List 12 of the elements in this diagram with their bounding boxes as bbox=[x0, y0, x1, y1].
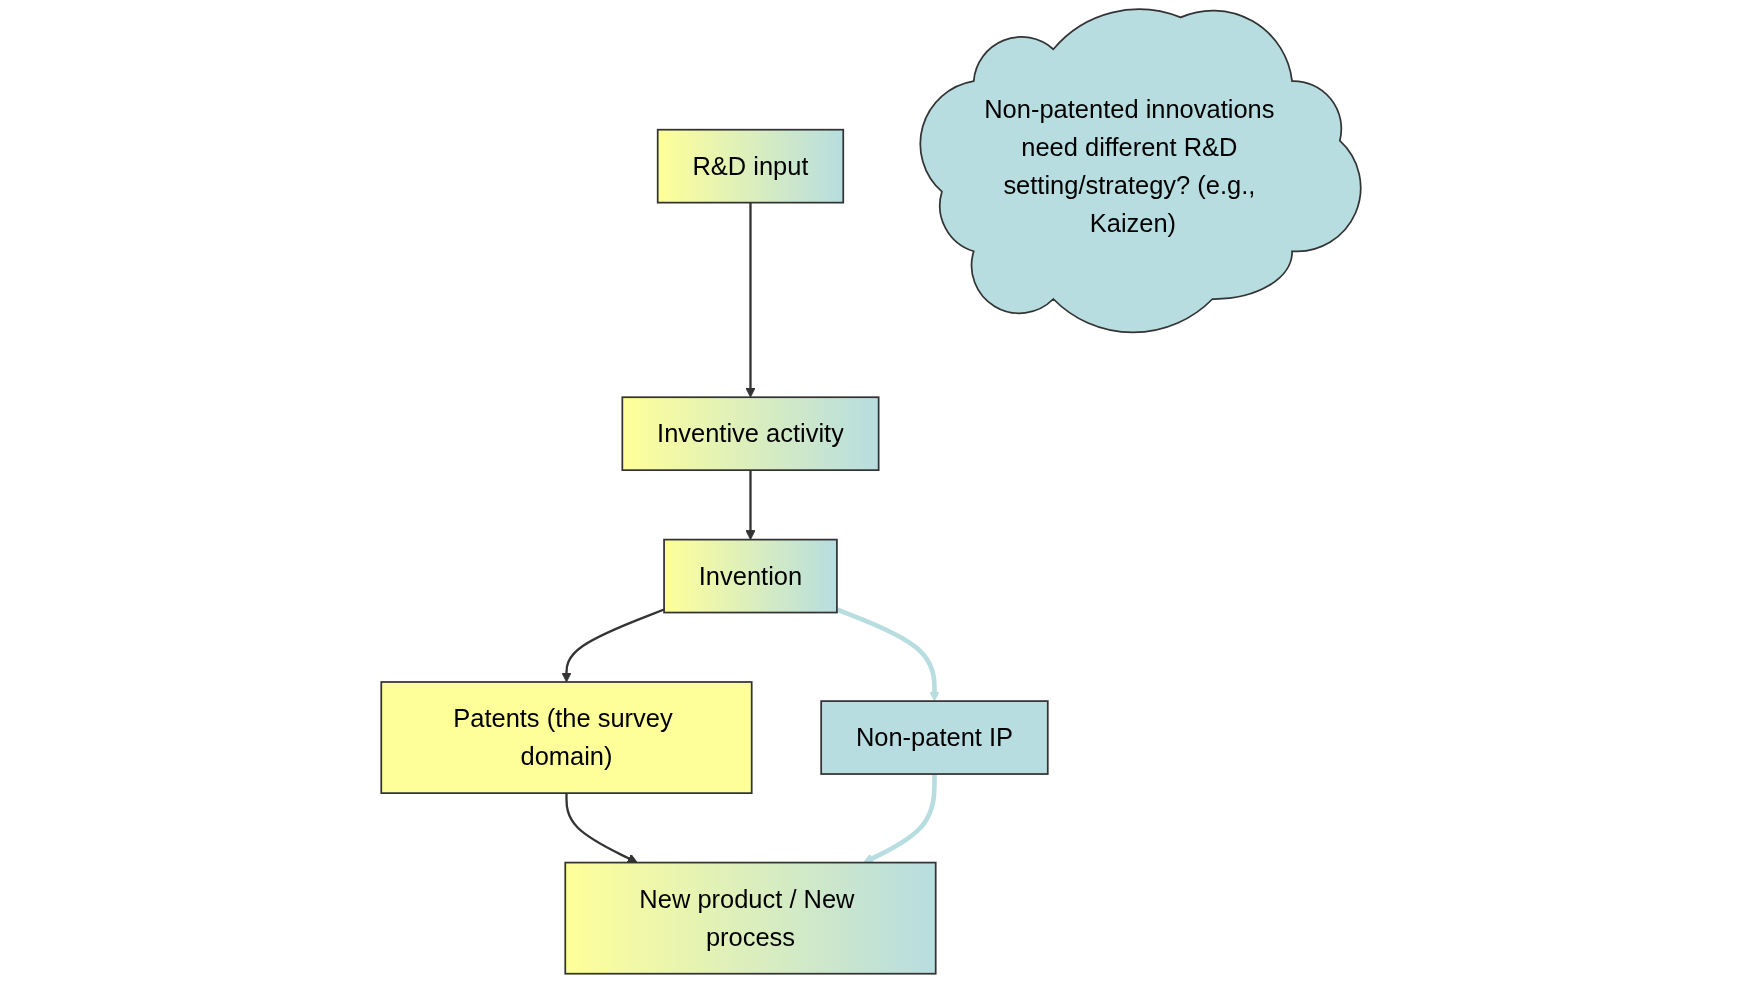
arrow bbox=[836, 607, 940, 702]
arrow bbox=[561, 608, 665, 683]
arrow bbox=[745, 202, 756, 398]
node-box: R&D input bbox=[656, 128, 845, 204]
node-box: Non-patent IP bbox=[820, 700, 1049, 775]
node-box: New product / New process bbox=[564, 861, 937, 975]
node-box: Inventive activity bbox=[621, 396, 880, 471]
arrow bbox=[863, 774, 937, 864]
node-box: Invention bbox=[663, 538, 838, 614]
arrow bbox=[565, 793, 638, 864]
node-box: Patents (the survey domain) bbox=[380, 681, 753, 794]
arrow bbox=[745, 470, 756, 541]
